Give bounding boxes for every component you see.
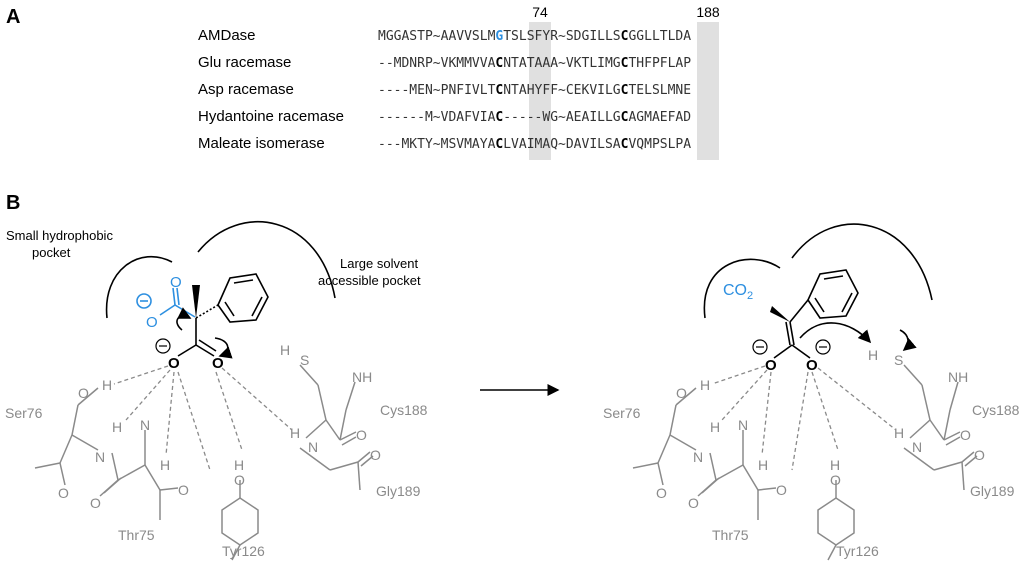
row-name-maleate-isomerase: Maleate isomerase: [198, 135, 325, 152]
blue-carboxylate: [136, 287, 196, 318]
cys188-amine-right: NH: [948, 369, 968, 385]
cys188-amine: NH: [352, 369, 372, 385]
cys188-sulfur-right: S: [894, 352, 903, 368]
panel-a-letter: A: [6, 6, 21, 28]
cys188-nh-hydrogen: H: [290, 425, 300, 441]
small-pocket-label-1: Small hydrophobic: [6, 228, 113, 243]
cys188-sulfur: S: [300, 352, 309, 368]
tyr126-oxygen: O: [234, 472, 245, 488]
row-name-hydantoine-racemase: Hydantoine racemase: [198, 108, 344, 125]
cys188-hydrogen: H: [280, 342, 290, 358]
thr75-hydrogen: H: [160, 457, 170, 473]
blue-oxygen-top: O: [170, 274, 182, 291]
gly189-carbonyl-oxygen: O: [370, 447, 381, 463]
substrate-skeleton: [176, 273, 269, 359]
large-pocket-label-2: accessible pocket: [318, 273, 421, 288]
highlight-column-188: [697, 22, 719, 160]
ser76-nh-hydrogen: H: [112, 419, 122, 435]
hbonds-left: [113, 365, 293, 471]
cys188-carbonyl-oxygen-right: O: [960, 427, 971, 443]
enolate-oxygen-1: O: [765, 357, 777, 374]
ser76-nitrogen-right: N: [693, 449, 703, 465]
thr75-oxygen: O: [178, 482, 189, 498]
gly189-label: Gly189: [376, 483, 421, 499]
thr75-nitrogen-right: N: [738, 417, 748, 433]
sequence-amdase: MGGASTP~AAVVSLMGTSLSFYR~SDGILLSCGGLLTLDA: [378, 29, 692, 44]
ser76-label-right: Ser76: [603, 405, 641, 421]
tyr126-hydrogen: H: [234, 457, 244, 473]
tyr126-hydrogen-right: H: [830, 457, 840, 473]
small-pocket-label-2: pocket: [32, 245, 71, 260]
thr75-label: Thr75: [118, 527, 155, 543]
ser76-oxygen-right: O: [676, 385, 687, 401]
thr75-label-right: Thr75: [712, 527, 749, 543]
cys188-nh-hydrogen-right: H: [894, 425, 904, 441]
highlight-column-74: [529, 22, 551, 160]
cys188-hydrogen-right: H: [868, 347, 878, 363]
thr75-carbonyl-oxygen-right: O: [688, 495, 699, 511]
sequence-asp-racemase: ----MEN~PNFIVLTCNTAHYFF~CEKVILGCTELSLMNE: [378, 83, 692, 98]
thr75-hydrogen-right: H: [758, 457, 768, 473]
hbonds-right: [711, 365, 897, 471]
row-name-amdase: AMDase: [198, 27, 256, 44]
cys188-nitrogen: N: [308, 439, 318, 455]
ser76-nh-hydrogen-right: H: [710, 419, 720, 435]
ser76-hydrogen: H: [102, 377, 112, 393]
row-name-glu-racemase: Glu racemase: [198, 54, 292, 71]
gly189-carbonyl-oxygen-right: O: [974, 447, 985, 463]
ser76-label: Ser76: [5, 405, 43, 421]
pocket-arcs-left: [105, 221, 336, 319]
ser76-hydrogen-right: H: [700, 377, 710, 393]
sequence-glu-racemase: --MDNRP~VKMMVVACNTATAAA~VKTLIMGCTHFPFLAP: [378, 56, 692, 71]
ser76-oxygen: O: [78, 385, 89, 401]
tyr126-label: Tyr126: [222, 543, 265, 559]
pocket-arcs-right: [703, 223, 933, 319]
gly189-label-right: Gly189: [970, 483, 1015, 499]
thr75-carbonyl-oxygen: O: [90, 495, 101, 511]
panel-b-letter: B: [6, 192, 21, 214]
enolate-skeleton: [770, 269, 917, 359]
position-188-label: 188: [696, 4, 720, 20]
tyr126-label-right: Tyr126: [836, 543, 879, 559]
cys188-nitrogen-right: N: [912, 439, 922, 455]
carboxylate-oxygen-2: O: [212, 355, 224, 372]
row-name-asp-racemase: Asp racemase: [198, 81, 294, 98]
blue-oxygen-bottom: O: [146, 314, 158, 331]
residue-backbone-right: [632, 364, 978, 561]
residue-backbone-left: [34, 364, 374, 561]
cys188-label-right: Cys188: [972, 402, 1020, 418]
enolate-oxygen-2: O: [806, 357, 818, 374]
cys188-label: Cys188: [380, 402, 428, 418]
tyr126-oxygen-right: O: [830, 472, 841, 488]
carboxylate-oxygen-1: O: [168, 355, 180, 372]
ser76-carbonyl-oxygen: O: [58, 485, 69, 501]
thr75-nitrogen: N: [140, 417, 150, 433]
thr75-oxygen-right: O: [776, 482, 787, 498]
sequence-hydantoine-racemase: ------M~VDAFVIAC-----WG~AEAILLGCAGMAEFAD: [378, 110, 692, 125]
position-74-label: 74: [532, 4, 548, 20]
co2-label: CO2: [723, 282, 753, 302]
sequence-maleate-isomerase: ---MKTY~MSVMAYACLVAIMAQ~DAVILSACVQMPSLPA: [378, 137, 692, 152]
cys188-carbonyl-oxygen: O: [356, 427, 367, 443]
ser76-carbonyl-oxygen-right: O: [656, 485, 667, 501]
large-pocket-label-1: Large solvent: [340, 256, 418, 271]
ser76-nitrogen: N: [95, 449, 105, 465]
